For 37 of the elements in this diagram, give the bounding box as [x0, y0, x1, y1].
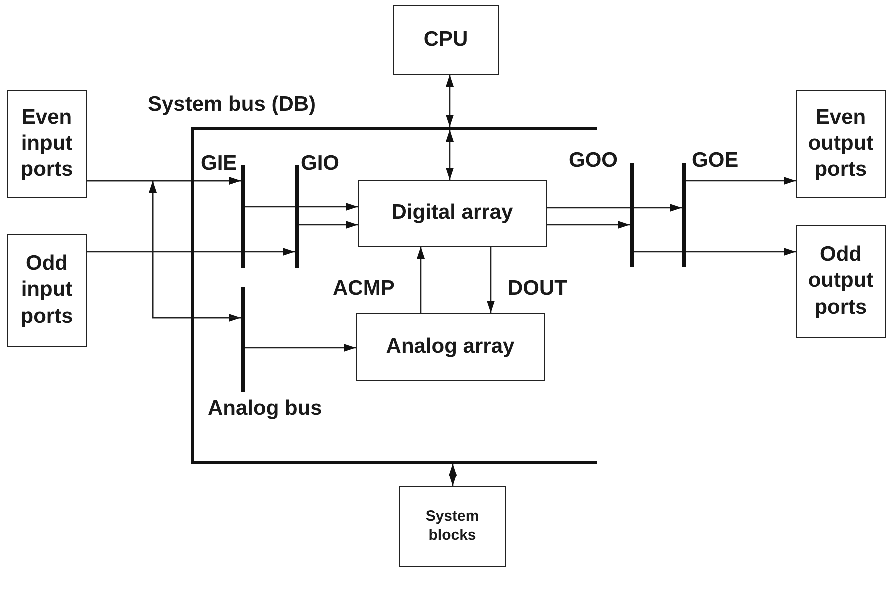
- block-box: [358, 180, 547, 247]
- block-box: [7, 90, 87, 198]
- block-box: [399, 486, 506, 567]
- block-box: [356, 313, 545, 381]
- bus-label: Analog bus: [208, 397, 322, 421]
- arrow: [417, 247, 425, 313]
- block-label: Even output ports: [808, 104, 874, 184]
- arrow: [87, 180, 241, 322]
- arrow: [245, 203, 358, 211]
- bus-label: System bus (DB): [148, 93, 316, 117]
- block-label: Odd output ports: [808, 242, 874, 321]
- arrow: [87, 248, 295, 256]
- block-box: [393, 5, 499, 75]
- bus-label: GOO: [569, 149, 618, 173]
- arrow: [446, 130, 454, 180]
- arrow: [487, 247, 495, 313]
- block-label: Odd input ports: [20, 251, 74, 330]
- block-box: [796, 90, 886, 198]
- arrow: [149, 177, 241, 319]
- block-label: Even input ports: [20, 104, 74, 184]
- arrow: [245, 344, 356, 352]
- arrow: [547, 204, 682, 212]
- block-label: Digital array: [392, 200, 514, 226]
- block-box: [7, 234, 87, 347]
- block-box: [796, 225, 886, 338]
- bus-label: GIO: [301, 152, 340, 176]
- arrow: [634, 248, 796, 256]
- bus-label: GOE: [692, 149, 739, 173]
- arrow: [446, 75, 454, 127]
- block-label: Analog array: [386, 334, 515, 360]
- block-label: System blocks: [424, 508, 480, 546]
- block-label: CPU: [424, 26, 468, 53]
- arrow: [299, 221, 358, 229]
- arrow: [547, 221, 630, 229]
- arrow: [686, 177, 796, 185]
- bus-label: GIE: [201, 152, 238, 176]
- arrow: [449, 464, 457, 486]
